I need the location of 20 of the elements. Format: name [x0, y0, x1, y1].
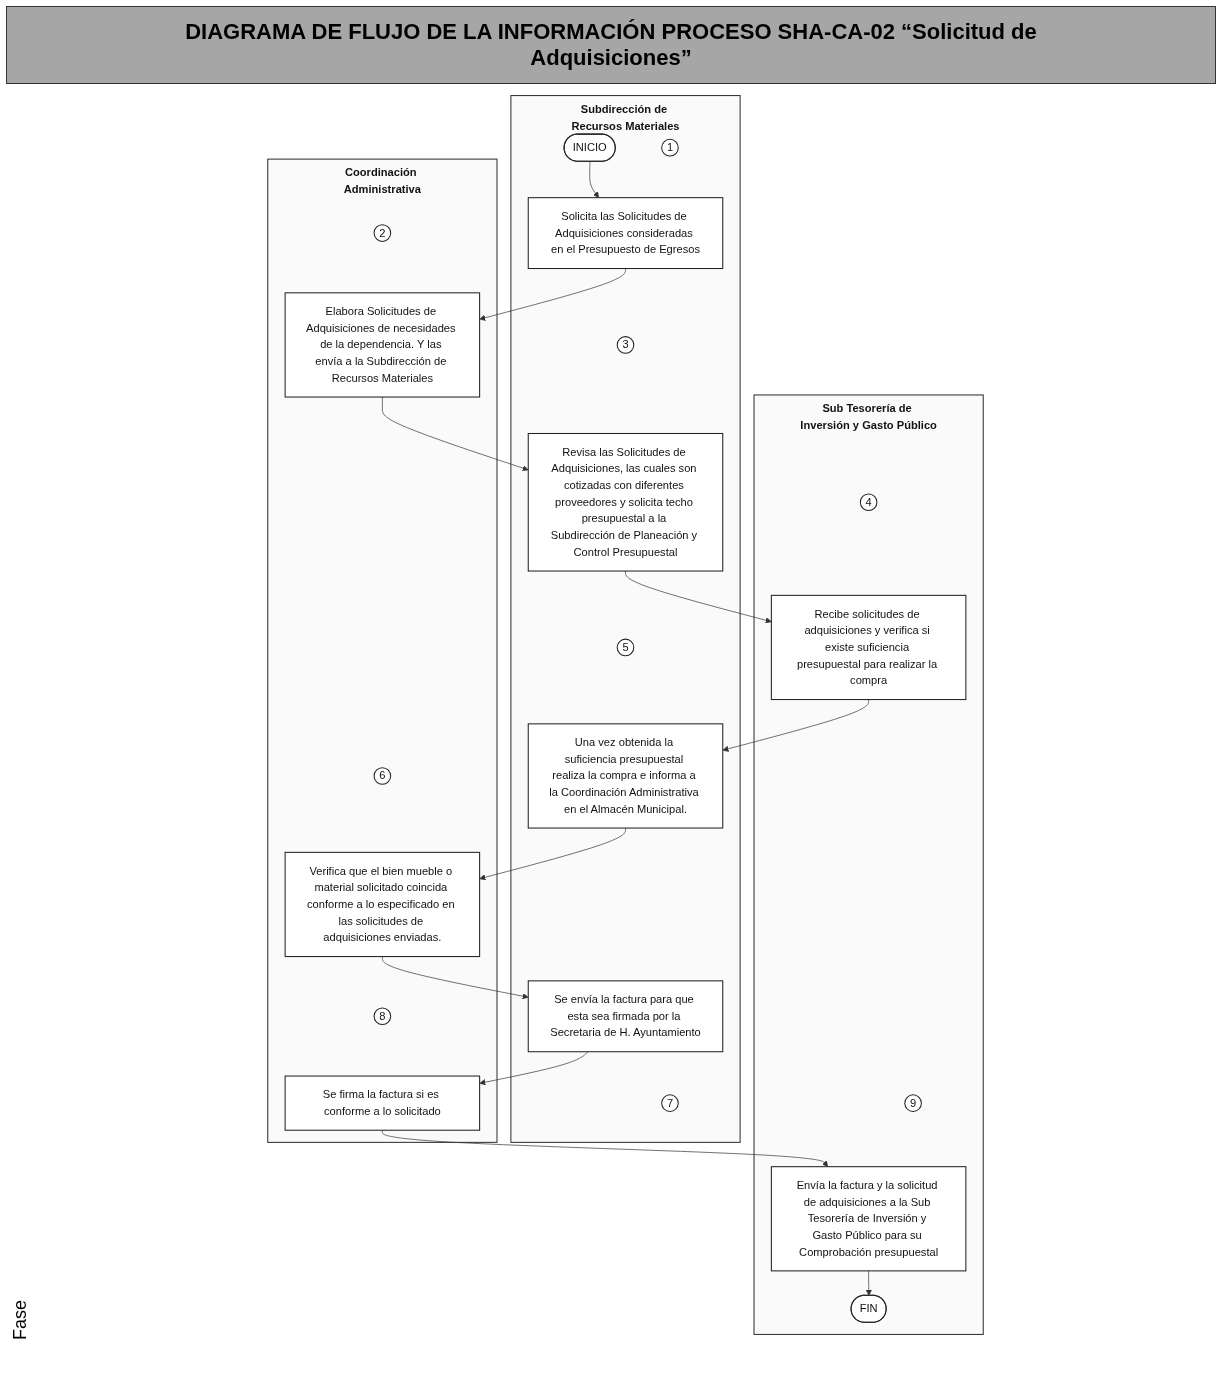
node-box: Verifica que el bien mueble o material solicitado coincida conforme a lo especificado en las solicitudes de adquisiciones enviadas. — [284, 851, 481, 958]
node-circle: 2 — [373, 224, 392, 242]
node-circle: 3 — [616, 336, 635, 354]
node-box: Recibe solicitudes de adquisiciones y verifica si existe suficiencia presupuestal para realizar la compra — [770, 594, 967, 701]
node-box: Solicita las Solicitudes de Adquisiciones consideradas en el Presupuesto de Egresos — [527, 197, 724, 270]
node-circle: 7 — [661, 1094, 679, 1112]
diagram-title: DIAGRAMA DE FLUJO DE LA INFORMACIÓN PROCESO SHA-CA-02 “Solicitud de Adquisiciones” — [6, 6, 1216, 84]
node-circle: 6 — [373, 767, 392, 785]
node-box: Revisa las Solicitudes de Adquisiciones, las cuales son cotizadas con diferentes proveedores y solicita techo presupuestal a la Subdirección de Planeación y Control Presupuestal — [527, 433, 724, 572]
phase-label: Fase — [9, 1298, 31, 1342]
node-circle: 1 — [661, 138, 679, 157]
node-circle: 9 — [904, 1094, 922, 1112]
node-box: Se envía la factura para que esta sea firmada por la Secretaria de H. Ayuntamiento — [527, 980, 724, 1053]
node-box: Una vez obtenida la suficiencia presupuestal realiza la compra e informa a la Coordinación Administrativa en el Almacén Municipal. — [527, 723, 724, 829]
node-circle: 8 — [373, 1007, 392, 1026]
node-box: Envía la factura y la solicitud de adquisiciones a la Sub Tesorería de Inversión y Gasto Público para su Comprobación presupuestal — [770, 1166, 967, 1272]
node-box: Se firma la factura si es conforme a lo solicitado — [284, 1075, 481, 1131]
node-circle: 4 — [859, 493, 878, 512]
node-circle: 5 — [616, 638, 635, 657]
node-box: Elabora Solicitudes de Adquisiciones de necesidades de la dependencia. Y las envía a la Subdirección de Recursos Materiales — [284, 292, 481, 398]
